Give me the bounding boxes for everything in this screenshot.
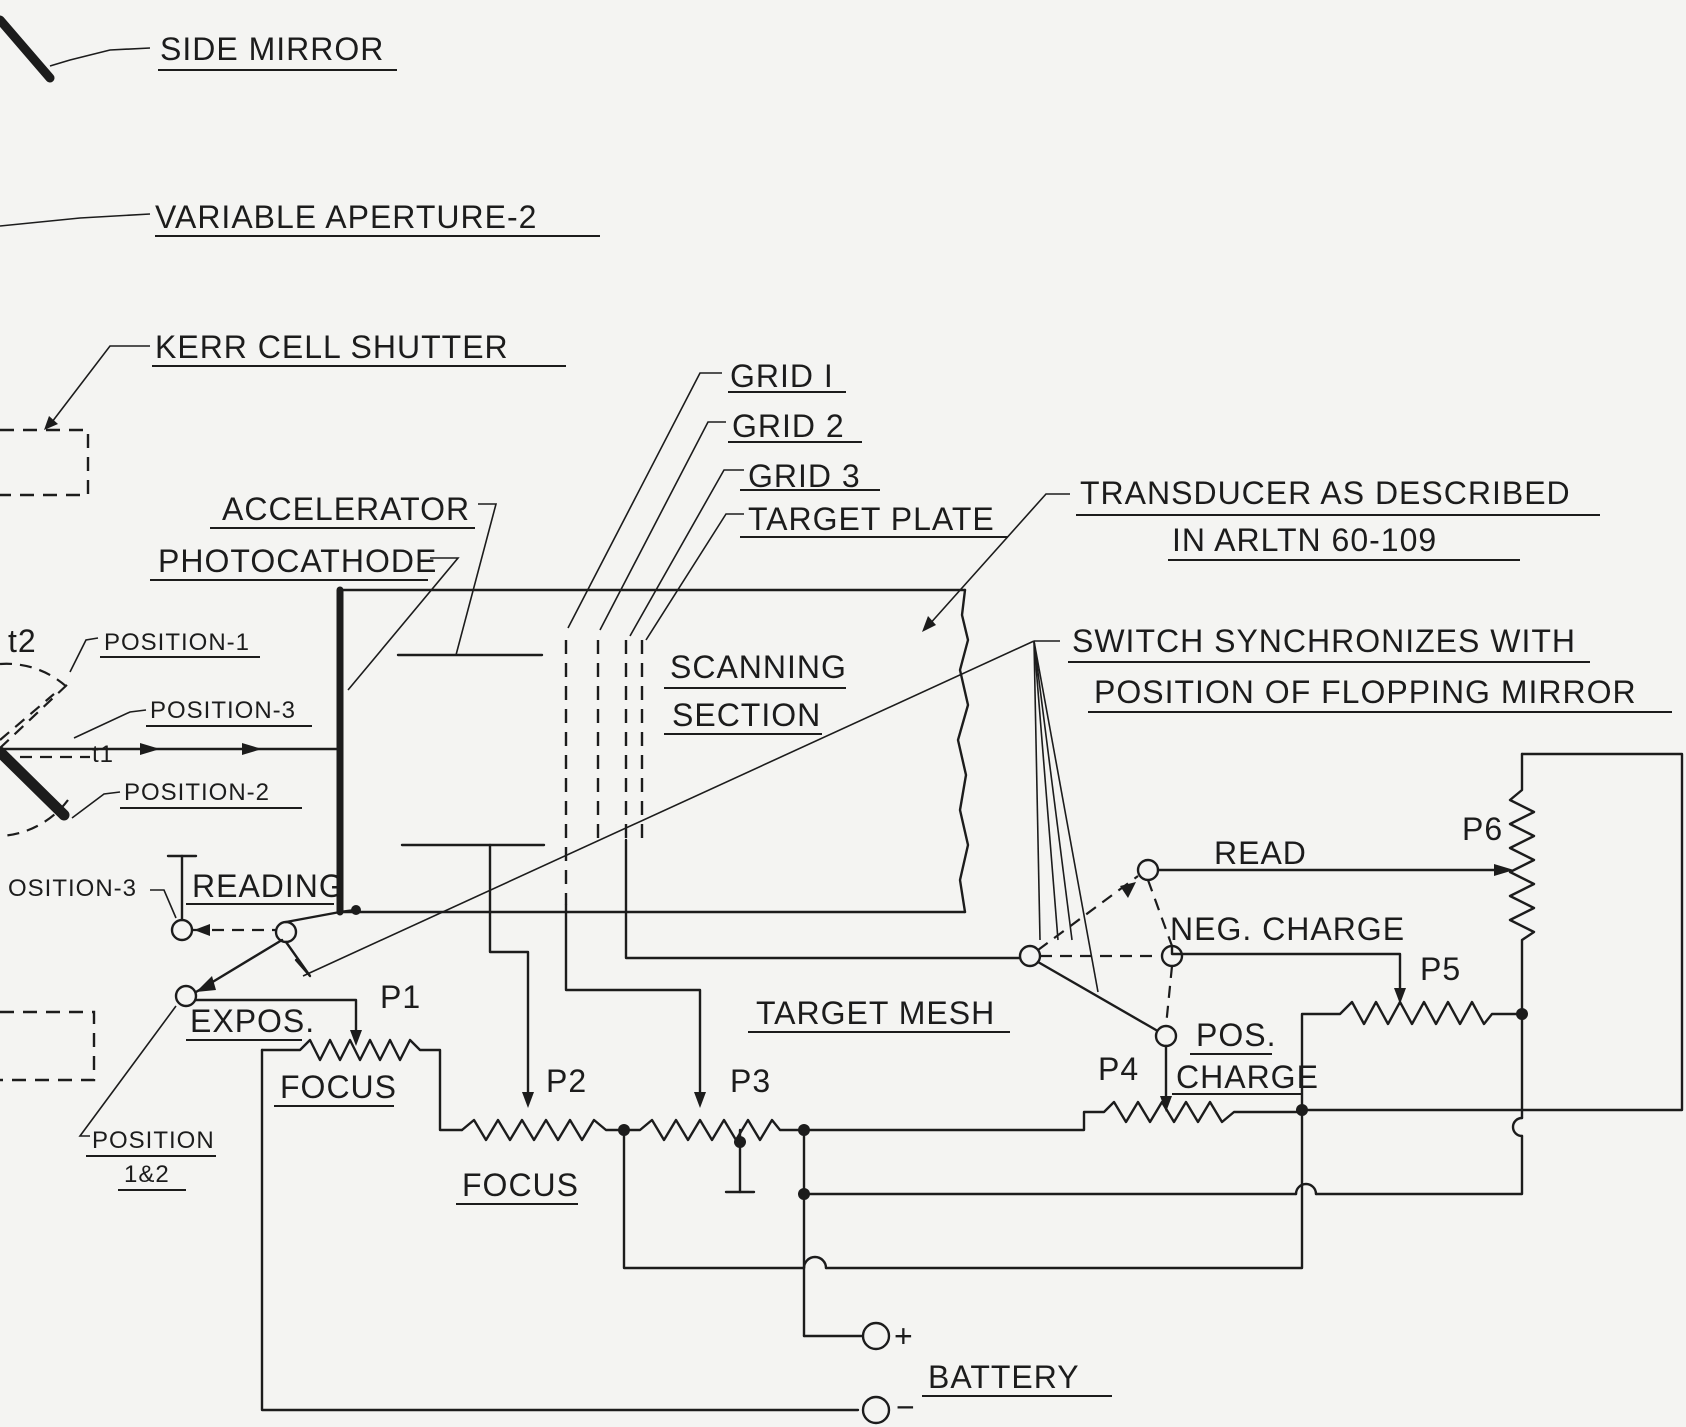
focus-2-label: FOCUS <box>462 1167 579 1203</box>
kerr-cell-shutter <box>0 428 90 497</box>
target-plate-label: TARGET PLATE <box>748 501 995 537</box>
reading-label: READING <box>192 868 345 904</box>
switch-pivot <box>274 920 298 944</box>
photocathode-callout: PHOTOCATHODE <box>150 543 460 691</box>
transducer-label-1: TRANSDUCER AS DESCRIBED <box>1080 475 1571 511</box>
side-mirror-callout: SIDE MIRROR <box>0 15 397 83</box>
transducer-callout: TRANSDUCER AS DESCRIBED IN ARLTN 60-109 <box>922 475 1600 632</box>
p5-label: P5 <box>1420 951 1461 987</box>
supply-bus: + − BATTERY <box>622 1012 1524 1425</box>
focus-1-label: FOCUS <box>280 1069 397 1105</box>
image-tube: SCANNING SECTION <box>336 586 970 916</box>
p1-label: P1 <box>380 979 421 1015</box>
t2-label: t2 <box>8 623 37 659</box>
right-switch-pivot <box>1018 944 1042 968</box>
p3-label: P3 <box>730 1063 771 1099</box>
pos-charge-label-2: CHARGE <box>1176 1059 1319 1095</box>
kerr-cell-callout: KERR CELL SHUTTER <box>0 329 566 497</box>
accelerator-label: ACCELERATOR <box>222 491 470 527</box>
potentiometer-p3: P3 <box>564 903 806 1194</box>
flopping-mirror-assembly: t2 t1 POSITION-1 POSITION-3 POSITION-2 <box>0 623 342 838</box>
side-mirror-label: SIDE MIRROR <box>160 31 384 67</box>
pos-charge-label-1: POS. <box>1196 1017 1276 1053</box>
battery-negative-terminal <box>861 1395 891 1425</box>
position-12-label-1: POSITION <box>92 1127 215 1154</box>
tube-break-line <box>956 588 970 914</box>
switch-callout: SWITCH SYNCHRONIZES WITH POSITION OF FLO… <box>302 623 1672 993</box>
minus-label: − <box>896 1389 916 1425</box>
position-3-label: POSITION-3 <box>150 697 296 724</box>
scanning-label-2: SECTION <box>672 697 821 733</box>
flopping-mirror <box>0 746 70 821</box>
grid-3-label: GRID 3 <box>748 458 861 494</box>
p2-label: P2 <box>546 1063 587 1099</box>
pos-charge-contact <box>1154 1024 1178 1048</box>
reading-contact <box>170 918 194 942</box>
potentiometer-p6: P6 <box>1300 752 1684 1112</box>
switch-label-2: POSITION OF FLOPPING MIRROR <box>1094 674 1637 710</box>
variable-aperture-label: VARIABLE APERTURE-2 <box>155 199 537 235</box>
neg-charge-label: NEG. CHARGE <box>1170 911 1405 947</box>
read-label: READ <box>1214 835 1307 871</box>
potentiometer-p5: P5 <box>1170 944 1524 1112</box>
scanning-label-1: SCANNING <box>670 649 847 685</box>
potentiometer-p1: P1 FOCUS <box>194 979 860 1412</box>
left-lower-box <box>0 1010 96 1082</box>
plus-label: + <box>894 1318 914 1354</box>
photocathode-label: PHOTOCATHODE <box>158 543 437 579</box>
expos-label: EXPOS. <box>190 1003 315 1039</box>
battery-label: BATTERY <box>928 1359 1080 1395</box>
left-switch: OSITION-3 READING EXPOS. POSITION 1&2 <box>0 854 358 1191</box>
transducer-label-2: IN ARLTN 60-109 <box>1172 522 1437 558</box>
switch-label-1: SWITCH SYNCHRONIZES WITH <box>1072 623 1576 659</box>
accelerator-callout: ACCELERATOR <box>210 491 498 656</box>
position-12-label-2: 1&2 <box>124 1161 170 1188</box>
p6-label: P6 <box>1462 811 1503 847</box>
battery-positive-terminal <box>861 1321 891 1351</box>
grid-2-label: GRID 2 <box>732 408 845 444</box>
position-1-label: POSITION-1 <box>104 629 250 656</box>
potentiometer-p4: P4 <box>802 1051 1304 1132</box>
right-switch: READ NEG. CHARGE POS. CHARGE <box>1018 835 1514 1112</box>
variable-aperture-callout: VARIABLE APERTURE-2 <box>0 199 600 237</box>
grid-1-label: GRID I <box>730 358 834 394</box>
target-mesh-label: TARGET MESH <box>756 995 995 1031</box>
grid-callouts: GRID I GRID 2 GRID 3 TARGET PLATE <box>567 358 1008 641</box>
p4-label: P4 <box>1098 1051 1139 1087</box>
t1-label: t1 <box>92 741 114 768</box>
expos-contact <box>174 984 198 1008</box>
potentiometer-p2: P2 FOCUS <box>456 843 624 1205</box>
position-3-left-label: OSITION-3 <box>8 875 137 902</box>
position-2-label: POSITION-2 <box>124 779 270 806</box>
kerr-cell-label: KERR CELL SHUTTER <box>155 329 509 365</box>
read-contact <box>1136 858 1160 882</box>
target-mesh-wire: TARGET MESH <box>624 838 1022 1033</box>
